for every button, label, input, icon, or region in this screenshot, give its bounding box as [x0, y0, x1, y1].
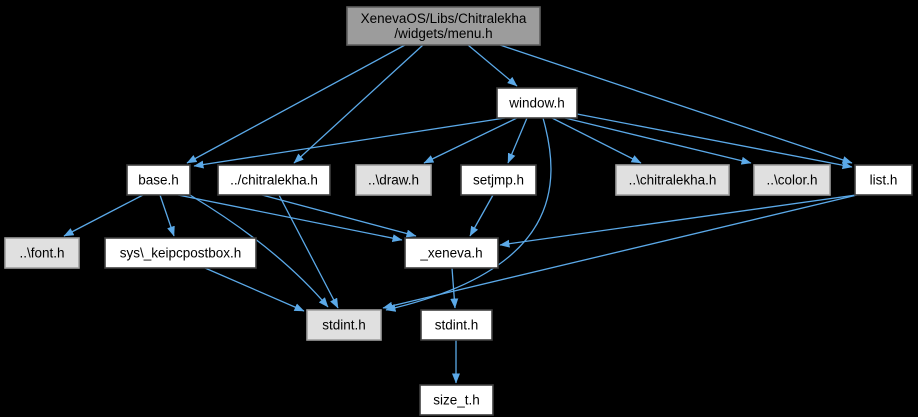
node-base[interactable]: base.h: [126, 164, 191, 196]
node-draw-label: ..\draw.h: [368, 173, 419, 188]
node-chitralekha_rel-box[interactable]: [217, 164, 331, 196]
edge-syskeipc-to-stdint_gray: [204, 267, 305, 312]
node-size_t-box[interactable]: [419, 384, 494, 416]
node-setjmp[interactable]: setjmp.h: [460, 164, 537, 196]
node-menu[interactable]: XenevaOS/Libs/Chitralekha/widgets/menu.h: [346, 6, 541, 46]
node-xeneva-box[interactable]: [404, 237, 499, 269]
edge-menu-to-window: [467, 44, 518, 87]
edge-setjmp-to-xeneva: [469, 194, 494, 237]
node-font: ..\font.h: [4, 237, 80, 269]
edge-window-to-color: [564, 117, 752, 165]
edges-layer: [63, 44, 858, 384]
node-base-label: base.h: [138, 173, 179, 188]
node-setjmp-label: setjmp.h: [473, 173, 524, 188]
node-menu-label: XenevaOS/Libs/Chitralekha: [361, 11, 527, 26]
node-stdint_gray-box: [306, 309, 382, 341]
node-menu-box[interactable]: [346, 6, 541, 46]
edge-base-to-font: [63, 194, 144, 237]
edge-xeneva-to-stdint_white: [450, 267, 459, 309]
edge-chitralekha_rel-to-xeneva: [261, 194, 417, 238]
edge-base-to-syskeipc: [159, 194, 175, 237]
edge-base-to-stdint_gray: [189, 194, 329, 308]
node-color-box: [753, 164, 831, 196]
node-chitralekha_bs-box: [615, 164, 730, 196]
node-xeneva-label: _xeneva.h: [419, 246, 482, 261]
node-list-box[interactable]: [854, 164, 913, 196]
node-chitralekha_bs-label: ..\chitralekha.h: [629, 173, 717, 188]
edge-menu-to-list: [499, 44, 853, 164]
edge-window-to-base: [193, 117, 506, 169]
node-stdint_gray-label: stdint.h: [322, 318, 366, 333]
edge-list-to-xeneva: [499, 194, 857, 248]
node-list-label: list.h: [870, 173, 898, 188]
edge-window-to-list: [576, 113, 853, 170]
edge-window-to-chitralekha_bs: [551, 117, 642, 164]
node-size_t[interactable]: size_t.h: [419, 384, 494, 416]
edge-chitralekha_rel-to-stdint_gray: [278, 194, 339, 309]
node-color: ..\color.h: [753, 164, 831, 196]
node-base-box[interactable]: [126, 164, 191, 196]
node-menu-label: /widgets/menu.h: [394, 26, 492, 41]
edge-window-to-draw: [423, 117, 518, 164]
node-draw-box: [355, 164, 432, 196]
node-draw: ..\draw.h: [355, 164, 432, 196]
node-font-label: ..\font.h: [19, 246, 64, 261]
edge-menu-to-chitralekha_rel: [293, 44, 424, 164]
edge-menu-to-base: [186, 44, 406, 164]
node-window-label: window.h: [508, 96, 565, 111]
node-stdint_white-box[interactable]: [420, 309, 493, 341]
node-setjmp-box[interactable]: [460, 164, 537, 196]
node-stdint_gray: stdint.h: [306, 309, 382, 341]
node-size_t-label: size_t.h: [433, 393, 480, 408]
node-color-label: ..\color.h: [766, 173, 817, 188]
node-xeneva[interactable]: _xeneva.h: [404, 237, 499, 269]
node-chitralekha_rel[interactable]: ../chitralekha.h: [217, 164, 331, 196]
node-syskeipc-label: sys\_keipcpostbox.h: [120, 246, 242, 261]
edge-list-to-stdint_gray: [382, 194, 858, 310]
edge-base-to-xeneva: [177, 194, 403, 243]
nodes-layer: XenevaOS/Libs/Chitralekha/widgets/menu.h…: [4, 6, 913, 416]
node-syskeipc[interactable]: sys\_keipcpostbox.h: [104, 237, 257, 269]
node-syskeipc-box[interactable]: [104, 237, 257, 269]
node-window[interactable]: window.h: [496, 87, 578, 119]
node-chitralekha_rel-label: ../chitralekha.h: [230, 173, 318, 188]
node-window-box[interactable]: [496, 87, 578, 119]
node-chitralekha_bs: ..\chitralekha.h: [615, 164, 730, 196]
edge-window-to-setjmp: [507, 117, 528, 164]
node-font-box: [4, 237, 80, 269]
edge-window-to-stdint_gray: [385, 117, 552, 312]
node-list[interactable]: list.h: [854, 164, 913, 196]
node-stdint_white-label: stdint.h: [435, 318, 479, 333]
node-stdint_white[interactable]: stdint.h: [420, 309, 493, 341]
